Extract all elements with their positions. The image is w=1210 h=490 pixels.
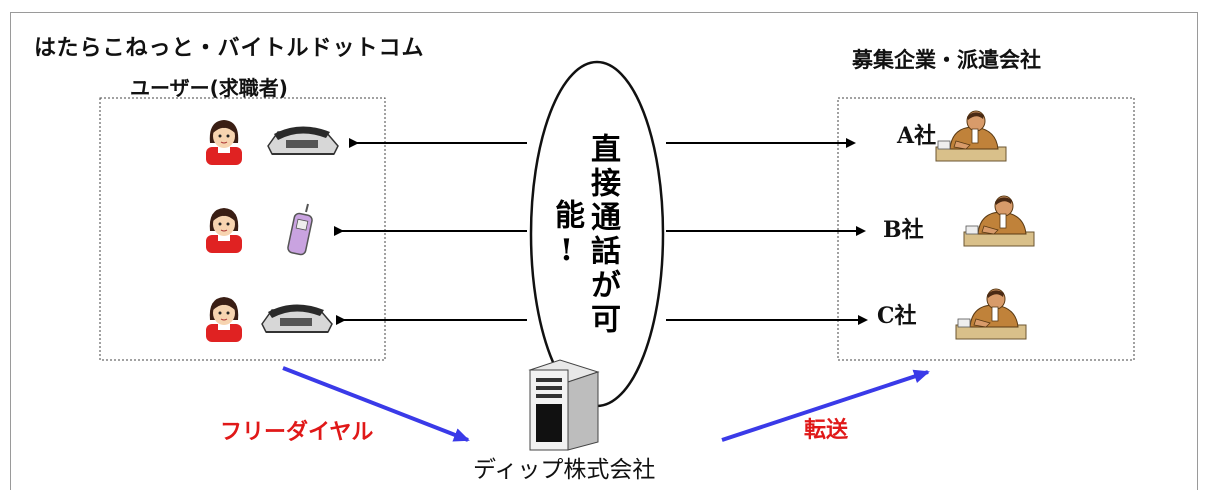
users-title: ユーザー(求職者) xyxy=(130,76,288,100)
businessman-icon xyxy=(963,195,1035,247)
server-icon xyxy=(528,359,600,451)
businessman-icon xyxy=(935,110,1007,162)
user-woman-icon xyxy=(205,119,243,166)
user-woman-icon xyxy=(205,296,243,343)
user-woman-icon xyxy=(205,207,243,254)
fax-phone-icon xyxy=(261,303,333,333)
direct-call-text: 直接通話が可能! xyxy=(549,133,620,337)
dip-label: ディップ株式会社 xyxy=(473,457,656,483)
diagram-frame xyxy=(10,12,1198,490)
users-box xyxy=(99,97,386,361)
mobile-phone-icon xyxy=(287,203,313,256)
companies-box xyxy=(837,97,1135,361)
desk-phone-icon xyxy=(267,125,339,155)
company-a-label: A社 xyxy=(897,123,937,149)
transfer-label: 転送 xyxy=(804,418,849,443)
company-c-label: C社 xyxy=(877,303,917,329)
businessman-icon xyxy=(955,288,1027,340)
company-b-label: B社 xyxy=(883,217,924,243)
transfer-arrow xyxy=(721,369,930,442)
free-dial-arrow xyxy=(282,366,470,442)
site-title: はたらこねっと・バイトルドットコム xyxy=(34,36,425,61)
free-dial-label: フリーダイヤル xyxy=(220,420,374,445)
companies-title: 募集企業・派遣会社 xyxy=(852,48,1041,72)
